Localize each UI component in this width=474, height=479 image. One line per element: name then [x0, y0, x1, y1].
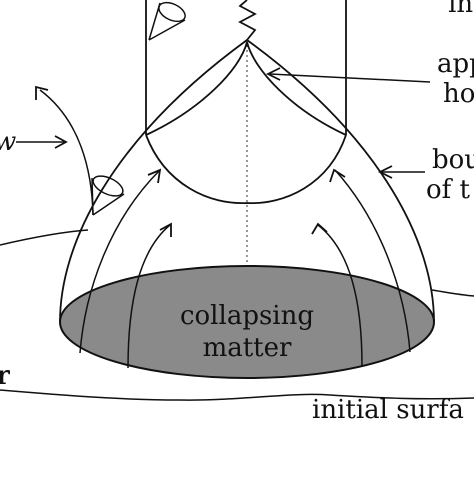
singularity-zigzag [238, 0, 257, 41]
apparent-horizon-right [246, 41, 347, 136]
boundary-pointer-arrowhead [377, 165, 393, 179]
label-top-right: in [448, 0, 473, 19]
arrowhead-right-outer [329, 168, 346, 183]
initial-surface-curve [0, 389, 474, 401]
meridian-left-inner [127, 224, 171, 369]
label-apparent-horizon-1: app [437, 49, 474, 79]
label-w: w [0, 127, 16, 157]
arrowhead-right-inner [311, 222, 328, 235]
meridian-right-inner [317, 224, 363, 367]
meridian-left-outer [79, 169, 161, 354]
light-cone-upper-rim [158, 1, 186, 23]
label-boundary-2: of t [426, 175, 471, 205]
outgoing-ray-arrowhead [35, 85, 49, 100]
label-boundary-1: bou [432, 145, 474, 175]
arrowhead-left-inner [159, 222, 172, 237]
apparent-horizon-left [145, 41, 248, 136]
w-pointer-arrowhead [54, 135, 68, 149]
light-cone-lower-rim [92, 175, 124, 197]
trapped-surface-bowl [145, 134, 347, 204]
initial-surface-right-edge [431, 289, 474, 297]
label-matter: matter [203, 333, 292, 363]
label-collapsing: collapsing [180, 301, 314, 331]
label-initial-surface: initial surfa [312, 395, 464, 425]
collapsing-matter-region [59, 265, 435, 379]
arrowhead-left-outer [147, 168, 162, 184]
label-r: r [0, 361, 10, 391]
horizon-pointer-line [269, 73, 431, 83]
horizon-pointer-arrowhead [265, 67, 281, 81]
boundary-outer [59, 38, 435, 323]
meridian-right-outer [334, 169, 411, 353]
outgoing-ray [39, 89, 94, 216]
label-apparent-horizon-2: ho [443, 79, 474, 109]
